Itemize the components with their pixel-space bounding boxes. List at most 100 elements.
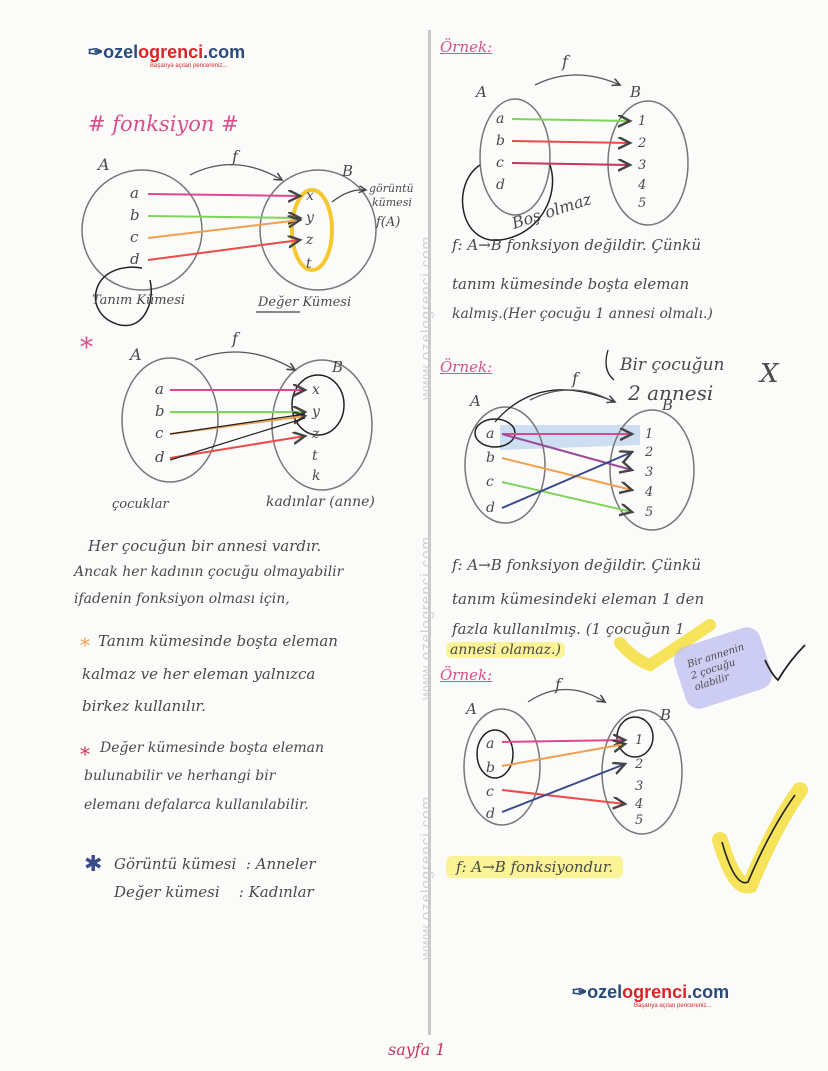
ex2-text: tanım kümesindeki eleman 1 den [452, 590, 705, 608]
ex2-text-highlight: annesi olamaz.) [446, 642, 565, 658]
watermark-1: www.ozelogrenci.com [418, 235, 435, 400]
b-elem: 2 [634, 757, 643, 772]
set-b-label: B [629, 83, 641, 101]
a-elem: d [496, 177, 505, 193]
a-elem: d [130, 250, 140, 268]
map-arrow [501, 789, 625, 804]
a-elements: a b c d [130, 184, 140, 268]
image-note: görüntü [369, 182, 414, 195]
map-arrow [501, 481, 632, 512]
rule-line: Tanım kümesinde boşta eleman [98, 632, 338, 650]
star-icon: ✱ [84, 852, 103, 877]
check-icon [764, 644, 806, 682]
example-label: Örnek: [440, 666, 493, 684]
func-label: f [554, 675, 564, 694]
func-label: f [561, 52, 571, 71]
example-label: Örnek: [440, 38, 493, 56]
rule-line: bulunabilir ve herhangi bir [84, 768, 276, 784]
para-line: Her çocuğun bir annesi vardır. [88, 537, 322, 555]
b-elem: y [311, 404, 321, 420]
note-text: 2 annesi [627, 381, 713, 405]
b-elem: z [305, 232, 314, 248]
ex1-text: f: A→B fonksiyon değildir. Çünkü [452, 236, 702, 254]
a-elem: d [486, 500, 495, 516]
b-elem: y [305, 210, 315, 226]
codomain-label: kadınlar (anne) [266, 494, 375, 510]
set-b-circle [259, 169, 377, 291]
scribble-circle [476, 729, 514, 779]
ex2-text: f: A→B fonksiyon değildir. Çünkü [452, 556, 702, 574]
b-elem: 3 [635, 779, 643, 794]
map-arrow [169, 436, 305, 459]
b-elem: 1 [635, 733, 643, 748]
b-elem: 1 [638, 114, 646, 129]
map-arrow [147, 240, 300, 261]
a-elem: b [496, 133, 505, 149]
page-title: # fonksiyon # [88, 112, 239, 136]
func-label: f [231, 147, 241, 166]
set-b-label: B [341, 162, 353, 180]
a-elem: c [486, 784, 494, 800]
map-arrow [501, 433, 632, 470]
scribble-circle [94, 266, 152, 327]
a-elem: c [155, 424, 164, 442]
b-elem: x [306, 188, 314, 204]
watermark-3: www.ozelogrenci.com [418, 795, 435, 960]
b-elem: 4 [634, 797, 643, 812]
a-elem: a [496, 111, 504, 127]
yellow-check [614, 619, 716, 672]
set-a-circle [463, 708, 541, 826]
b-elem: 4 [637, 178, 646, 193]
image-note: kümesi [372, 196, 412, 209]
note-arrow [331, 190, 366, 203]
check-icon [614, 619, 716, 672]
set-b-label: B [659, 706, 671, 724]
para-line: ifadenin fonksiyon olması için, [74, 591, 290, 607]
logo-tagline: Başarıya açılan pencereniz... [634, 1003, 712, 1009]
map-arrow [511, 163, 630, 165]
map-arrow [147, 220, 300, 239]
map-arrow [501, 744, 625, 767]
scribble-circle [461, 164, 554, 241]
a-elem: d [155, 448, 165, 466]
set-a-circle [464, 406, 546, 524]
example-3-diagram: f A B a b c d 1 2 3 4 5 [463, 675, 683, 835]
a-elem: c [486, 474, 494, 490]
b-elem: t [306, 256, 312, 272]
ex1-text: tanım kümesinde boşta eleman [452, 275, 690, 293]
set-a-circle [81, 169, 203, 291]
map-arrow [511, 141, 630, 143]
b-elem: 5 [645, 505, 653, 520]
a-elem: a [130, 184, 139, 202]
star-icon: * [80, 742, 90, 766]
a-elem: b [130, 206, 140, 224]
ex3-result: f: A→B fonksiyondur. [446, 856, 624, 878]
a-elem: a [486, 426, 494, 442]
rule-line: Değer kümesinde boşta eleman [100, 740, 325, 756]
rule-line: kalmaz ve her eleman yalnızca [82, 665, 316, 683]
a-elem: c [130, 228, 139, 246]
rule-line: elemanı defalarca kullanılabilir. [84, 797, 309, 813]
function-arrow [527, 688, 605, 703]
function-arrow [189, 163, 282, 180]
func-label: f [571, 369, 581, 388]
a-elem: c [496, 155, 504, 171]
star-icon: * [80, 333, 93, 363]
function-arrow [529, 389, 611, 401]
ex1-text: kalmış.(Her çocuğu 1 annesi olmalı.) [452, 306, 713, 322]
example-2-diagram: f A B a b c d 1 2 3 4 5 Bir çocuğun 2 an… [464, 349, 780, 531]
set-a-label: A [96, 155, 110, 174]
column-divider [428, 30, 431, 1035]
b-elements: x y z t [305, 188, 315, 272]
b-elem: x [312, 382, 320, 398]
a-elem: a [486, 736, 494, 752]
b-elem: z [311, 426, 320, 442]
star-icon: * [80, 633, 90, 657]
b-elem: 4 [644, 485, 653, 500]
logo-swirl-icon: ✑ [572, 982, 588, 1002]
map-arrow [501, 452, 632, 509]
a-elem: d [486, 806, 495, 822]
b-elem: 5 [638, 196, 646, 211]
map-arrow [501, 740, 625, 742]
logo-top: ✑ozelogrenci.com Başarıya açılan pencere… [88, 42, 246, 69]
